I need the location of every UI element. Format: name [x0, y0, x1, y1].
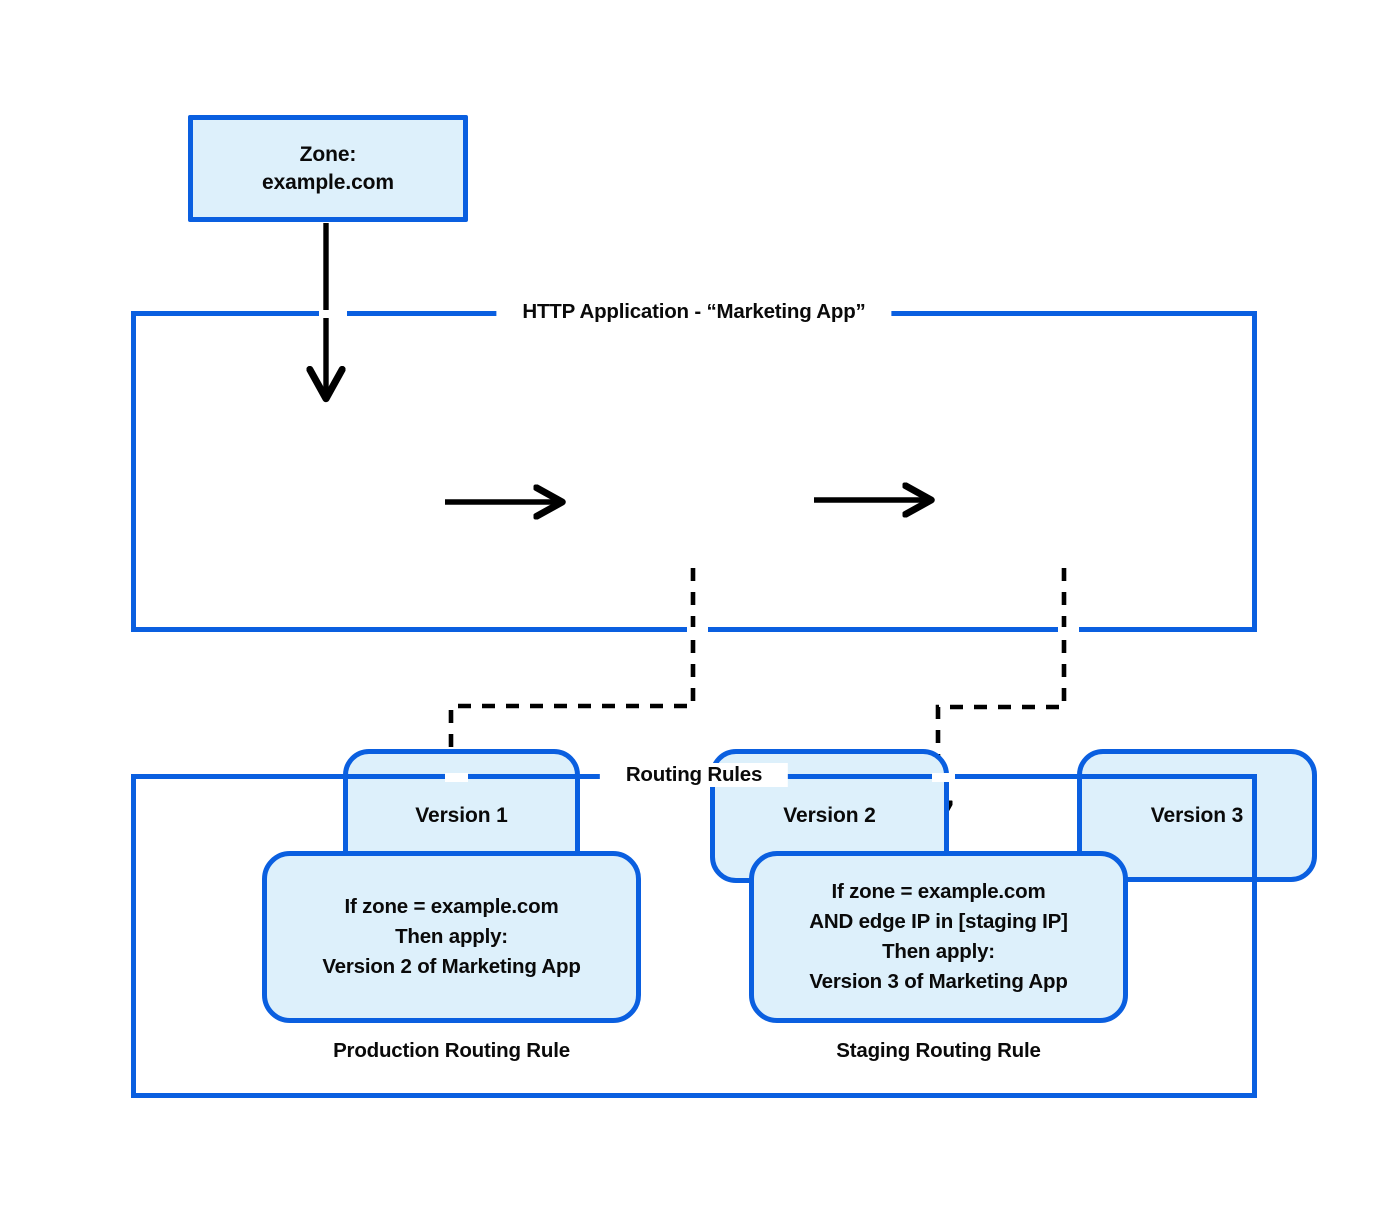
- routing-rules-title: Routing Rules: [599, 763, 789, 787]
- border-gap-version2-wire: [687, 627, 708, 636]
- border-gap-staging-wire: [932, 773, 955, 782]
- staging-rule-line-1: If zone = example.com: [831, 880, 1046, 904]
- border-gap-zone-arrow: [319, 310, 347, 318]
- node-version-2-label: Version 2: [783, 804, 876, 827]
- http-application-title: HTTP Application - “Marketing App”: [496, 300, 892, 324]
- production-rule-line-1: If zone = example.com: [344, 895, 559, 919]
- border-gap-production-wire: [445, 773, 468, 782]
- zone-label-line2: example.com: [262, 170, 394, 194]
- zone-label-line1: Zone:: [299, 143, 357, 167]
- routing-rule-card-production[interactable]: If zone = example.com Then apply: Versio…: [262, 851, 641, 1023]
- staging-rule-caption: Staging Routing Rule: [836, 1039, 1041, 1062]
- routing-rule-card-staging[interactable]: If zone = example.com AND edge IP in [st…: [749, 851, 1128, 1023]
- node-version-3-label: Version 3: [1150, 803, 1244, 827]
- http-application-group: HTTP Application - “Marketing App” Versi…: [131, 300, 1317, 883]
- production-rule-line-3: Version 2 of Marketing App: [322, 954, 581, 978]
- border-gap-version3-wire: [1058, 627, 1079, 636]
- node-version-1-label: Version 1: [415, 804, 508, 827]
- staging-rule-line-3: Then apply:: [882, 940, 995, 963]
- routing-rules-group: Routing Rules: [131, 763, 1257, 1098]
- zone-box: Zone: example.com: [188, 115, 468, 222]
- staging-rule-line-4: Version 3 of Marketing App: [809, 969, 1068, 993]
- production-rule-caption: Production Routing Rule: [333, 1039, 570, 1062]
- staging-rule-line-2: AND edge IP in [staging IP]: [809, 910, 1068, 934]
- production-rule-line-2: Then apply:: [395, 925, 508, 949]
